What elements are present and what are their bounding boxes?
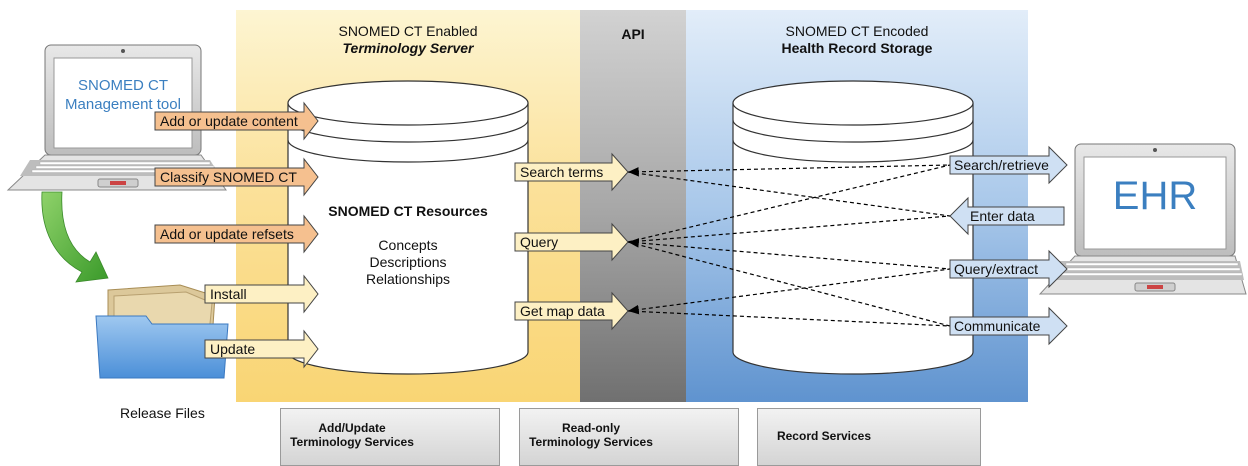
- terminology-server-title: SNOMED CT Enabled Terminology Server: [236, 23, 580, 57]
- legend-read-only-text: Read-only Terminology Services: [524, 421, 658, 449]
- legend-record-text: Record Services: [762, 429, 886, 443]
- api-title: API: [621, 26, 645, 42]
- arrow-search-retrieve: [949, 145, 1068, 185]
- release-files-label: Release Files: [120, 405, 205, 421]
- arrow-add-or-update-refsets: [154, 214, 319, 254]
- arrow-enter-data: [949, 196, 1065, 236]
- resource-item-descriptions: Descriptions: [369, 254, 447, 270]
- legend-add-update-line2: Terminology Services: [290, 435, 414, 449]
- arrow-label-add-content: Add or update content: [160, 113, 298, 129]
- arrow-label-query-extract: Query/extract: [954, 261, 1039, 277]
- arrow-label-communicate: Communicate: [954, 318, 1041, 334]
- arrow-label-add-refsets: Add or update refsets: [160, 226, 294, 242]
- arrow-install: [204, 274, 319, 314]
- arrow-label-update: Update: [210, 341, 256, 357]
- terminology-server-title-line1: SNOMED CT Enabled: [338, 23, 478, 39]
- resources-title: SNOMED CT Resources: [328, 203, 488, 219]
- arrow-label-get-map-data: Get map data: [520, 303, 605, 319]
- legend-add-update-text: Add/Update Terminology Services: [285, 421, 419, 449]
- legend-read-only-line2: Terminology Services: [529, 435, 653, 449]
- arrow-label-query: Query: [520, 234, 559, 250]
- arrow-search-terms: [514, 152, 629, 192]
- management-tool-label: SNOMED CT Management tool: [56, 76, 190, 114]
- api-panel: API: [580, 10, 686, 402]
- release-files-folder-icon: [95, 284, 229, 379]
- arrow-communicate: [949, 306, 1068, 346]
- arrow-get-map-data: [514, 291, 629, 331]
- management-tool-line2: Management tool: [65, 96, 181, 113]
- arrow-query-extract: [949, 249, 1068, 289]
- green-curved-arrow: [41, 191, 109, 283]
- arrow-update: [204, 329, 319, 369]
- resources-items: Concepts Descriptions Relationships: [300, 237, 516, 288]
- arrow-classify-snomed-ct: [154, 157, 319, 197]
- legend-add-update-line1: Add/Update: [318, 421, 386, 435]
- legend-read-only-line1: Read-only: [561, 421, 620, 435]
- ehr-label: EHR: [1112, 174, 1198, 218]
- terminology-server-title-line2: Terminology Server: [342, 40, 474, 56]
- resources-database: [287, 80, 529, 375]
- arrow-label-install: Install: [210, 286, 247, 302]
- management-tool-line1: SNOMED CT: [78, 77, 168, 94]
- legend-add-update: Add/Update Terminology Services: [280, 408, 500, 466]
- arrow-add-or-update-content: [154, 101, 319, 141]
- health-record-storage-title-line2: Health Record Storage: [781, 40, 933, 56]
- health-record-storage-title-line1: SNOMED CT Encoded: [785, 23, 929, 39]
- health-record-storage-title: SNOMED CT Encoded Health Record Storage: [686, 23, 1028, 57]
- resource-item-relationships: Relationships: [365, 271, 451, 287]
- legend-record-line1: Record Services: [776, 429, 872, 443]
- api-connections: [627, 164, 951, 327]
- arrow-label-search-terms: Search terms: [520, 164, 604, 180]
- legend-read-only: Read-only Terminology Services: [519, 408, 739, 466]
- arrow-label-classify: Classify SNOMED CT: [160, 169, 297, 185]
- ehr-laptop-icon: [1038, 143, 1247, 295]
- arrow-label-enter-data: Enter data: [970, 208, 1035, 224]
- health-record-database: [732, 80, 974, 375]
- arrow-query: [514, 222, 629, 262]
- resource-item-concepts: Concepts: [378, 237, 438, 253]
- arrow-label-search-retrieve: Search/retrieve: [954, 157, 1049, 173]
- legend-record: Record Services: [757, 408, 981, 466]
